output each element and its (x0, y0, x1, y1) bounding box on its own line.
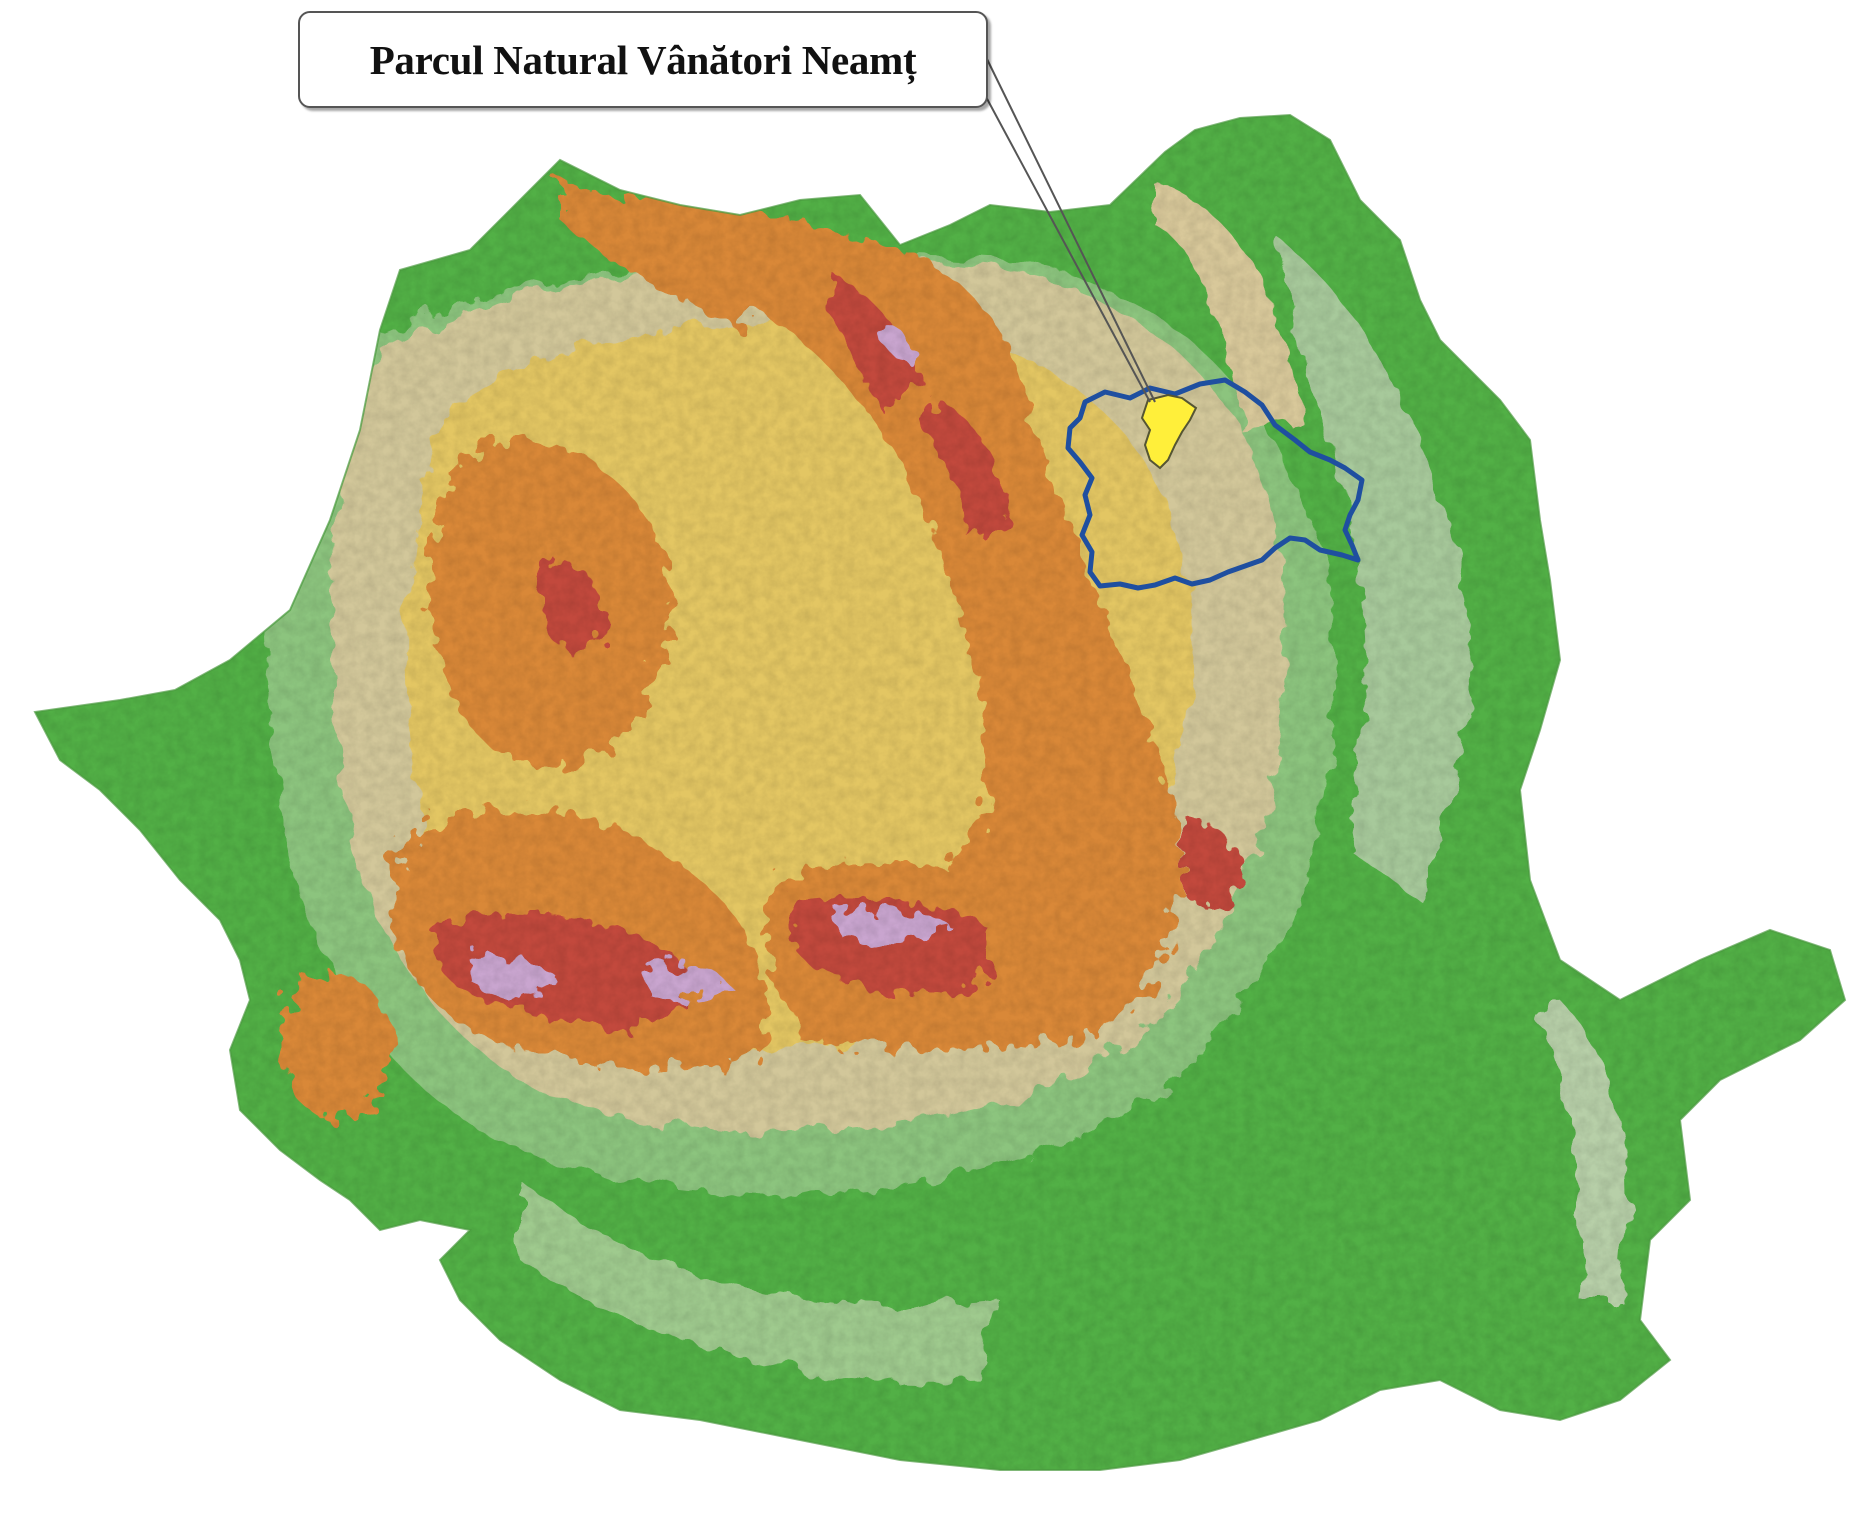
park-area-vanatori-neamt (1140, 393, 1198, 470)
park-callout: Parcul Natural Vânători Neamț (298, 11, 988, 108)
county-outline-neamt (1065, 377, 1365, 591)
park-callout-label: Parcul Natural Vânători Neamț (369, 36, 917, 83)
callout-leader (984, 54, 1156, 403)
